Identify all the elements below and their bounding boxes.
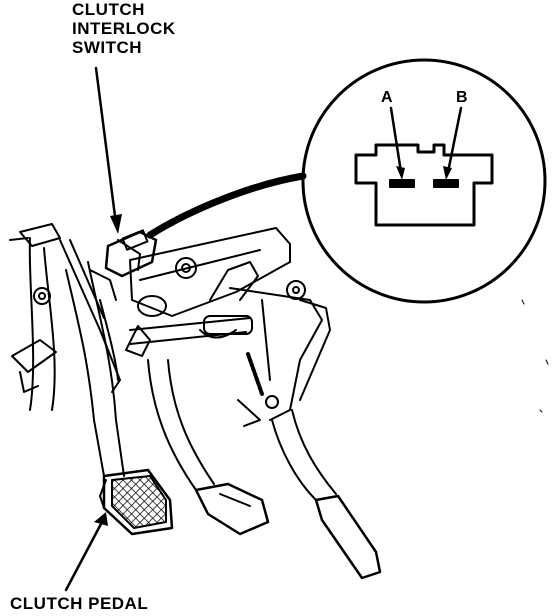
- terminal-a-label: A: [381, 89, 394, 106]
- clutch-pedal-label: CLUTCH PEDAL: [10, 594, 149, 613]
- terminal-b-label: B: [456, 89, 469, 106]
- clutch-pedal-pad: [99, 468, 174, 536]
- accelerator-pedal: [271, 299, 382, 580]
- clutch-interlock-switch-label: CLUTCH INTERLOCK SWITCH: [72, 0, 176, 57]
- label-line-2: INTERLOCK: [72, 19, 176, 38]
- connector-detail-callout: [146, 58, 547, 304]
- brake-pedal: [147, 359, 270, 536]
- pedal-pointer-arrow: [64, 512, 108, 592]
- terminal-a-slot: [389, 179, 415, 188]
- mounting-bracket: [9, 223, 121, 411]
- terminal-b-slot: [433, 179, 459, 188]
- pivot-shaft: [125, 295, 279, 427]
- clutch-pedal-arm: [65, 261, 125, 477]
- label-line-3: SWITCH: [72, 38, 143, 57]
- label-line-1: CLUTCH: [72, 0, 145, 19]
- clutch-interlock-switch: [89, 229, 158, 301]
- pedal-bracket: [129, 227, 323, 421]
- switch-pointer-arrow: [94, 66, 122, 234]
